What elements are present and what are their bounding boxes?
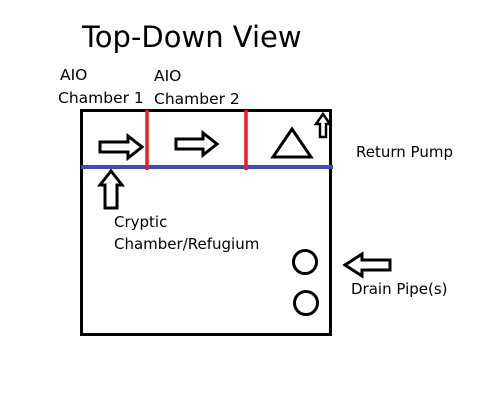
label-aio-chamber-2-line-2: Chamber 2	[154, 90, 240, 108]
cryptic-up-arrow-icon	[96, 168, 126, 210]
flow-arrow-chamber-1-icon	[98, 132, 145, 162]
label-drain-pipes: Drain Pipe(s)	[351, 280, 448, 298]
return-pump-up-arrow-icon	[313, 111, 333, 139]
label-cryptic-line-2: Chamber/Refugium	[114, 235, 260, 253]
tank-outline	[80, 109, 332, 336]
label-aio-chamber-2-line-1: AIO	[154, 67, 182, 85]
label-aio-chamber-1-line-1: AIO	[60, 66, 88, 84]
drain-pipe-1-icon	[292, 249, 318, 275]
diagram-title: Top-Down View	[82, 20, 302, 54]
return-pump-triangle-icon	[270, 126, 314, 159]
drain-pointer-left-arrow-icon	[342, 251, 392, 279]
label-aio-chamber-1-line-2: Chamber 1	[58, 89, 144, 107]
label-return-pump: Return Pump	[356, 143, 453, 161]
flow-arrow-chamber-2-icon	[174, 129, 220, 159]
drain-pipe-2-icon	[293, 290, 319, 316]
label-cryptic-line-1: Cryptic	[114, 213, 168, 231]
